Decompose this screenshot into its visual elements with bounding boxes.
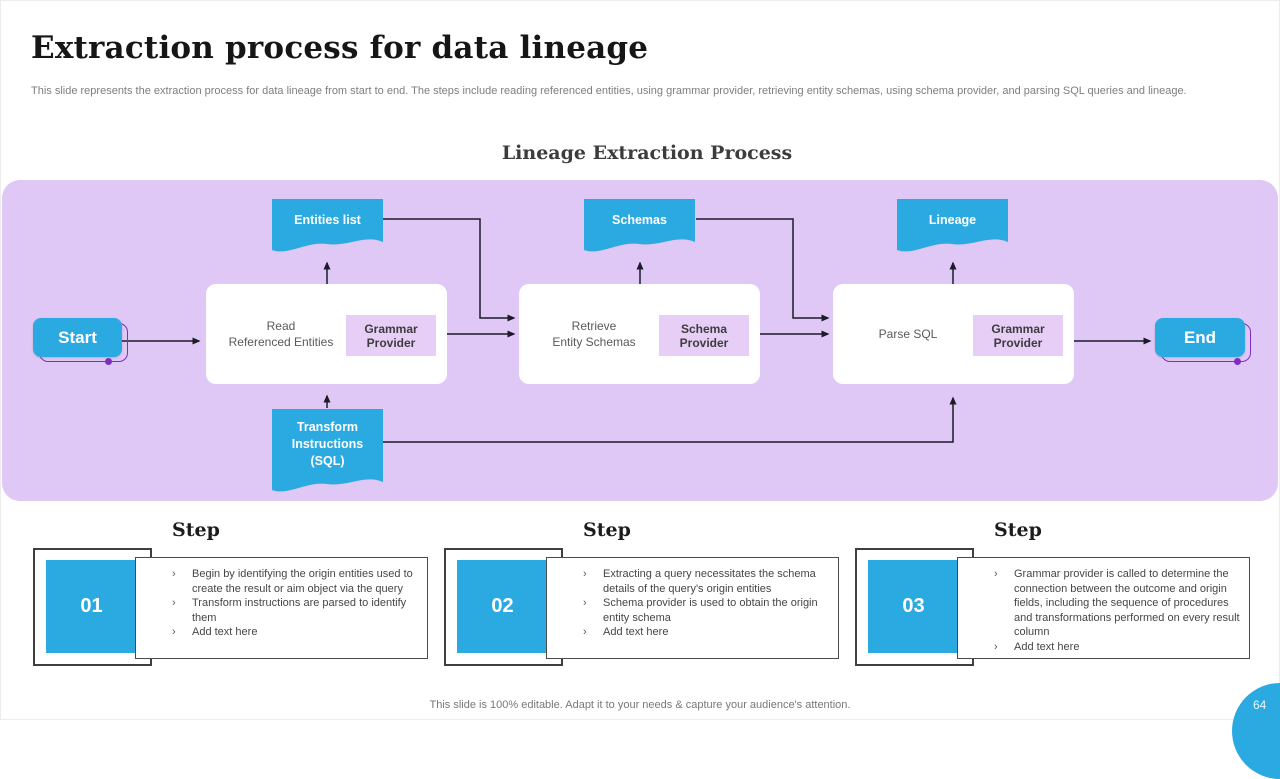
page-title: Extraction process for data lineage (31, 30, 649, 66)
bullet-marker: › (172, 597, 176, 609)
step-3-bullet-list: › Grammar provider is called to determine… (958, 558, 1249, 654)
end-node: End (1155, 318, 1251, 365)
step-1-bullet-list: › Begin by identifying the origin entitie… (136, 558, 427, 640)
ribbon-entities-list-label: Entities list (294, 213, 361, 227)
step-2-number: 02 (457, 560, 548, 653)
step-2-bullet-list: › Extracting a query necessitates the sch… (547, 558, 838, 640)
start-node-label: Start (33, 318, 122, 357)
process-label: Retrieve Entity Schemas (552, 319, 636, 349)
start-node: Start (33, 318, 128, 365)
step-3-heading: Step (994, 519, 1042, 541)
page-number: 64 (1253, 698, 1267, 712)
bullet-text: Add text here (1014, 640, 1080, 653)
bullet-text: Schema provider is used to obtain the or… (603, 597, 818, 624)
bullet-text: Grammar provider is called to determine … (1014, 568, 1240, 638)
bullet-item: › Extracting a query necessitates the sch… (547, 567, 838, 596)
bullet-item: › Begin by identifying the origin entitie… (136, 567, 427, 596)
end-node-handle-dot (1234, 358, 1241, 365)
bullet-text: Add text here (603, 626, 669, 638)
bullet-marker: › (172, 626, 176, 638)
bullet-text: Begin by identifying the origin entities… (192, 568, 413, 595)
flow-connectors (122, 218, 1152, 443)
wave-shape (584, 199, 695, 252)
step-3-textbox: › Grammar provider is called to determine… (957, 557, 1250, 659)
connector-transform-to-parse (383, 396, 957, 443)
bullet-text: Extracting a query necessitates the sche… (603, 568, 816, 595)
bullet-text: Transform instructions are parsed to ide… (192, 597, 407, 624)
bullet-item: › Add text here (958, 640, 1249, 655)
process-card-retrieve-entity-schemas: Retrieve Entity Schemas Schema Provider (519, 284, 760, 384)
ribbon-transform-instructions-label: Transform Instructions (SQL) (291, 420, 364, 468)
bullet-item: › Schema provider is used to obtain the o… (547, 596, 838, 625)
ribbon-entities-list: Entities list (272, 199, 383, 257)
bullet-marker: › (994, 568, 998, 580)
ribbon-lineage: Lineage (897, 199, 1008, 257)
process-label: Parse SQL (878, 327, 938, 341)
bullet-marker: › (583, 626, 587, 638)
ribbon-schemas: Schemas (584, 199, 695, 257)
bullet-marker: › (994, 640, 998, 653)
provider-box: Schema Provider (659, 315, 749, 356)
ribbon-lineage-label: Lineage (928, 213, 977, 227)
process-label: Read Referenced Entities (228, 319, 334, 349)
connector-entities-list-to-retrieve (383, 218, 516, 322)
provider-box: Grammar Provider (346, 315, 436, 356)
step-block-2: Step 02 › Extracting a query necessitates… (444, 519, 840, 669)
wave-shape (272, 199, 383, 252)
bullet-marker: › (172, 568, 176, 580)
step-block-3: Step 03 › Grammar provider is called to d… (855, 519, 1251, 669)
provider-box: Grammar Provider (973, 315, 1063, 356)
step-block-1: Step 01 › Begin by identifying the origin… (33, 519, 429, 669)
process-card-read-referenced-entities: Read Referenced Entities Grammar Provide… (206, 284, 447, 384)
bullet-text: Add text here (192, 626, 258, 638)
step-3-number: 03 (868, 560, 959, 653)
step-2-heading: Step (583, 519, 631, 541)
page-number-badge: 64 (1232, 683, 1280, 779)
bullet-marker: › (583, 568, 587, 580)
wave-shape (897, 199, 1008, 252)
bullet-item: › Grammar provider is called to determine… (958, 567, 1249, 640)
bullet-marker: › (583, 597, 587, 609)
process-card-parse-sql: Parse SQL Grammar Provider (833, 284, 1074, 384)
wave-shape (272, 409, 383, 492)
bullet-item: › Add text here (547, 625, 838, 640)
step-2-textbox: › Extracting a query necessitates the sch… (546, 557, 839, 659)
end-node-label: End (1155, 318, 1245, 357)
footer-note: This slide is 100% editable. Adapt it to… (429, 699, 851, 711)
step-1-number: 01 (46, 560, 137, 653)
connector-schemas-to-parse (696, 218, 830, 322)
ribbon-schemas-label: Schemas (612, 213, 667, 227)
diagram-panel: Start Entities list Schemas Lineage Read… (2, 180, 1278, 501)
bullet-item: › Transform instructions are parsed to id… (136, 596, 427, 625)
diagram-title: Lineage Extraction Process (501, 142, 793, 164)
bullet-item: › Add text here (136, 625, 427, 640)
step-1-textbox: › Begin by identifying the origin entitie… (135, 557, 428, 659)
start-node-handle-dot (105, 358, 112, 365)
ribbon-transform-instructions: Transform Instructions (SQL) (272, 409, 383, 499)
step-1-heading: Step (172, 519, 220, 541)
slide-subtitle: This slide represents the extraction pro… (31, 85, 1187, 97)
